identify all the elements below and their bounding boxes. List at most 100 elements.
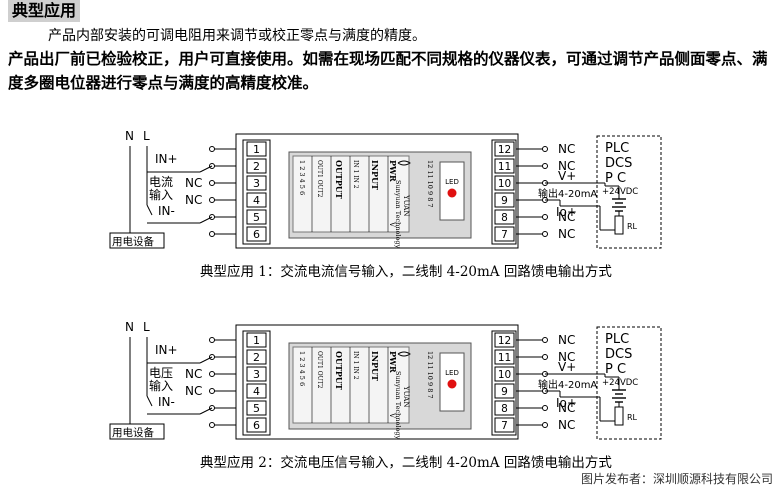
in-minus-join — [199, 407, 213, 415]
rl-label: RL — [627, 413, 638, 422]
module-output-col: OUTPUT — [334, 351, 344, 390]
plc-box — [596, 326, 662, 440]
left-terminal-number: 1 — [253, 334, 260, 347]
right-contact-2 — [542, 163, 548, 169]
right-contact-1 — [542, 146, 548, 152]
left-contact-1 — [209, 337, 215, 343]
output-label: 输出4-20mA — [538, 378, 597, 391]
right-terminal-2 — [494, 349, 515, 365]
left-terminal-4 — [246, 383, 267, 399]
input-label-bottom: 输入 — [149, 187, 173, 202]
left-terminal-number: 2 — [253, 160, 260, 173]
diagram-caption: 典型应用 1：交流电流信号输入，二线制 4-20mA 回路馈电输出方式 — [200, 263, 612, 280]
module-input-col: INPUT — [370, 351, 380, 381]
left-terminal-3 — [246, 175, 267, 191]
pc-label: P C — [605, 171, 626, 186]
right-terminal-3 — [494, 175, 515, 191]
power-n-label: N — [125, 320, 134, 334]
rl-resistor — [614, 406, 624, 426]
right-terminal-5 — [494, 400, 515, 416]
in-plus-label: IN+ — [155, 343, 178, 357]
plc-box — [596, 135, 662, 249]
publisher-watermark: 图片发布者：深圳顺源科技有限公司 — [580, 472, 773, 486]
left-terminal-number: 1 — [253, 143, 260, 156]
right-terminal-2 — [494, 158, 515, 174]
vdc-label: +24VDC — [602, 187, 638, 197]
right-contact-6 — [542, 422, 548, 428]
right-terminal-5 — [494, 209, 515, 225]
module-logo-icon — [397, 160, 411, 166]
power-l-label: L — [143, 129, 150, 143]
nc-label-4: NC — [185, 384, 202, 398]
in-plus-join — [199, 165, 213, 173]
module-brand: YUAN — [402, 194, 410, 217]
power-l-label: L — [143, 320, 150, 334]
rl-label: RL — [627, 222, 638, 231]
right-terminal-4 — [494, 192, 515, 208]
l-line-diag — [146, 204, 153, 216]
module-spec-table — [292, 346, 410, 424]
nc-label-right: NC — [558, 142, 575, 156]
in-plus-label: IN+ — [155, 152, 178, 166]
module-input-col: INPUT — [370, 160, 380, 190]
right-terminal-number: 11 — [498, 352, 511, 364]
nc-label-right: NC — [558, 350, 575, 364]
left-terminal-1 — [246, 141, 267, 157]
nc-label-right: NC — [558, 333, 575, 347]
left-terminal-3 — [246, 366, 267, 382]
nc-label-3: NC — [185, 176, 202, 190]
device-label: 用电设备 — [112, 235, 154, 248]
right-terminal-1 — [494, 141, 515, 157]
right-terminal-3 — [494, 366, 515, 382]
input-label-top: 电压 — [149, 366, 173, 380]
led-label: LED — [445, 369, 459, 377]
left-contact-6 — [209, 422, 215, 428]
left-terminal-2 — [246, 158, 267, 174]
right-terminal-number: 10 — [498, 178, 511, 190]
module-in-labels: IN 1 IN 2 — [352, 160, 359, 189]
module-company: Sunyuan Technology — [394, 180, 402, 249]
right-contact-5 — [542, 405, 548, 411]
module-pwr-col: PWR — [388, 351, 398, 373]
left-terminal-5 — [246, 209, 267, 225]
left-terminal-number: 6 — [253, 419, 260, 432]
io-plus-label: Io+ — [556, 396, 577, 410]
diagram-caption: 典型应用 2：交流电压信号输入，二线制 4-20mA 回路馈电输出方式 — [200, 454, 612, 471]
module-out-labels: OUT1 OUT2 — [316, 160, 323, 198]
right-terminal-number: 9 — [501, 195, 508, 207]
left-terminal-number: 3 — [253, 177, 260, 190]
led-label: LED — [445, 178, 459, 186]
module-in-labels: IN 1 IN 2 — [352, 351, 359, 380]
rl-resistor — [614, 215, 624, 235]
input-label-bottom: 输入 — [149, 378, 173, 393]
right-terminal-number: 7 — [501, 420, 508, 432]
l-line-diag — [146, 395, 153, 407]
right-terminal-number: 11 — [498, 161, 511, 173]
right-terminal-6 — [494, 226, 515, 242]
left-terminal-5 — [246, 400, 267, 416]
module-v-col: V — [388, 412, 396, 419]
device-box — [109, 423, 165, 440]
vdc-label: +24VDC — [602, 378, 638, 388]
left-contact-3 — [209, 371, 215, 377]
left-terminal-number: 5 — [253, 211, 260, 224]
right-terminal-number: 10 — [498, 369, 511, 381]
v-plus-label: V+ — [558, 169, 576, 183]
left-contact-4 — [209, 197, 215, 203]
module-pins-top: 12 11 10 9 8 7 — [426, 351, 434, 399]
input-label-top: 电流 — [149, 175, 173, 189]
nc-label-right: NC — [558, 401, 575, 415]
in-plus-join — [199, 356, 213, 364]
section-title: 典型应用 — [8, 0, 81, 22]
in-minus-label: IN- — [158, 395, 175, 409]
pc-label: P C — [605, 362, 626, 377]
module-pins-top: 12 11 10 9 8 7 — [426, 160, 434, 208]
module-logo-icon — [397, 351, 411, 357]
nc-label-right: NC — [558, 227, 575, 241]
dcs-label: DCS — [605, 156, 632, 171]
io-plus-label: Io+ — [556, 205, 577, 219]
right-terminal-number: 7 — [501, 229, 508, 241]
